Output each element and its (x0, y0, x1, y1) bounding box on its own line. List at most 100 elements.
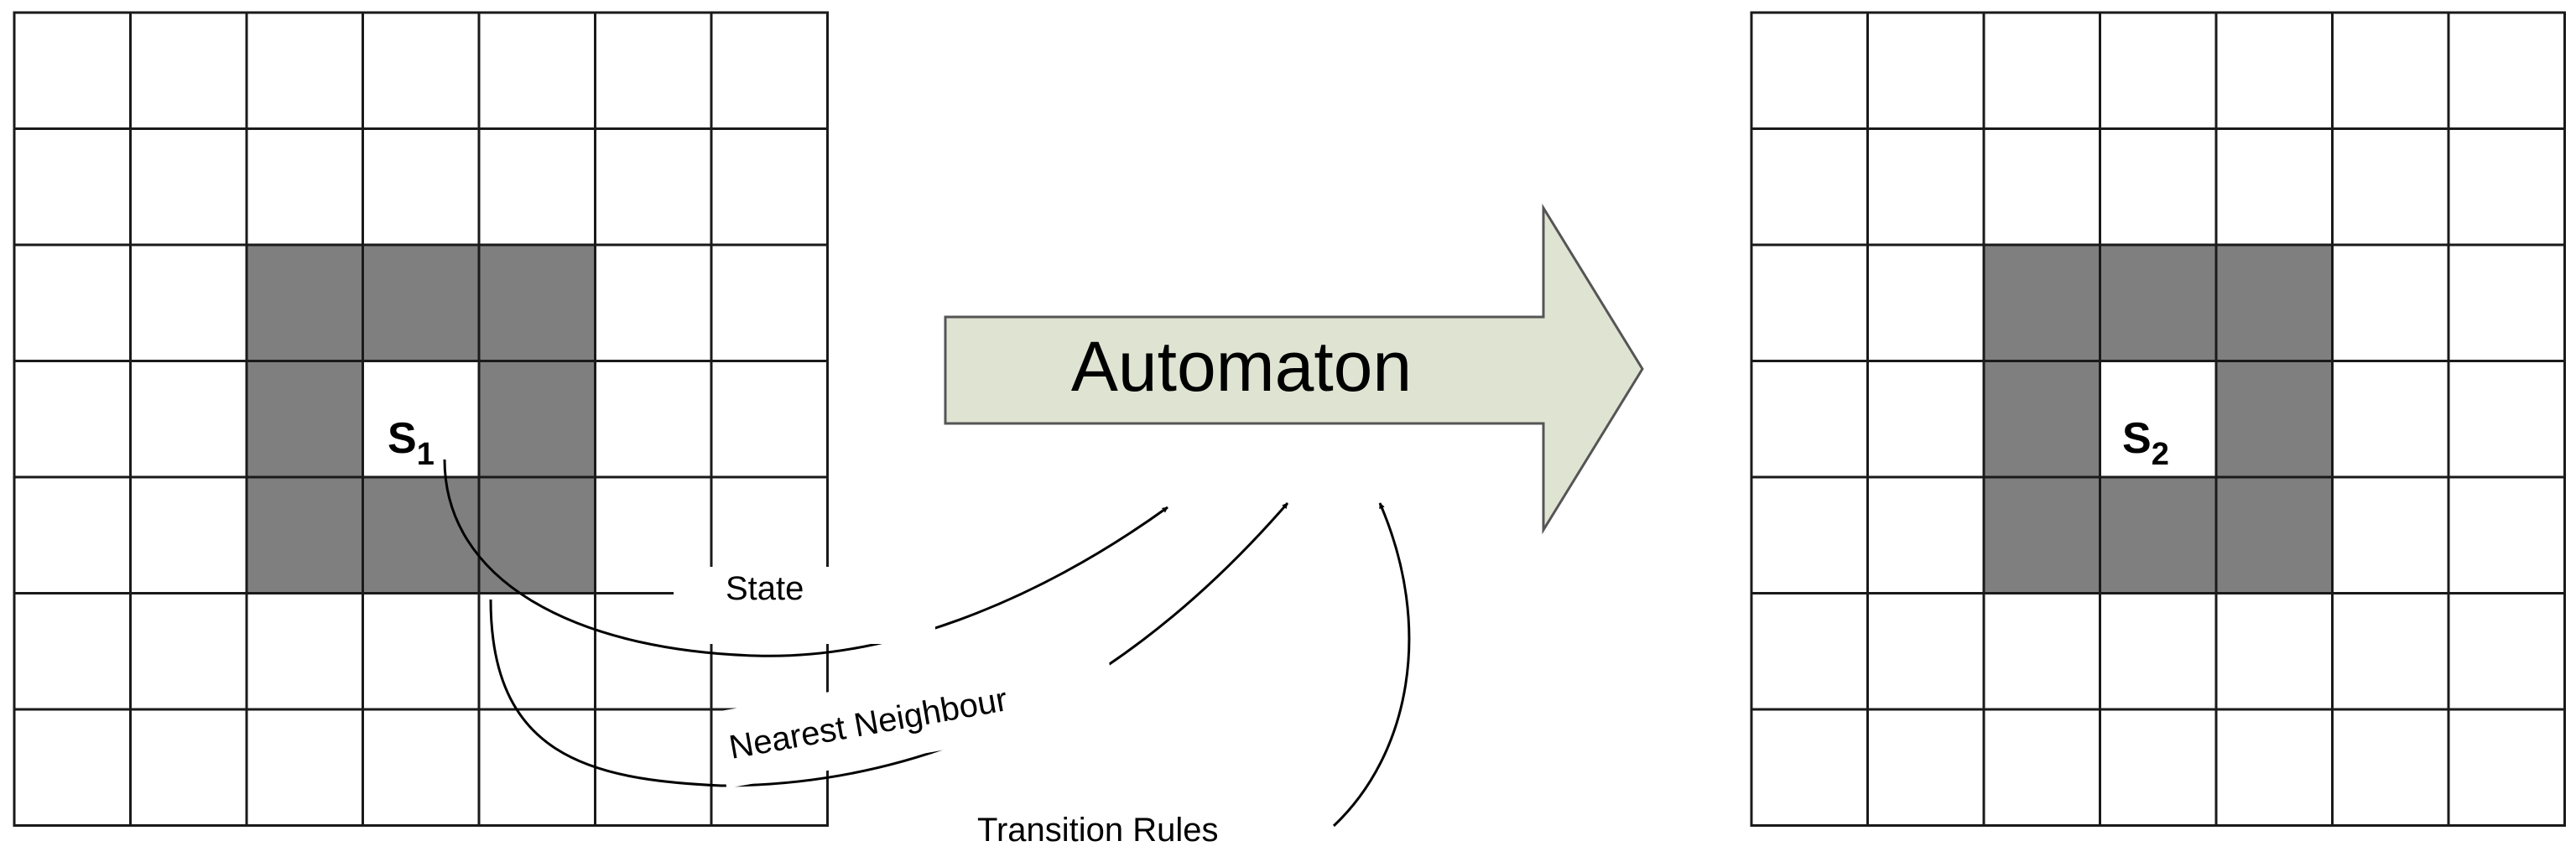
grid-cell (245, 475, 364, 594)
grid-cell (477, 243, 596, 362)
grid-cell (2099, 708, 2218, 827)
grid-cell (245, 127, 364, 247)
grid-cell (2331, 592, 2450, 711)
grid-cell (594, 360, 713, 479)
grid-cell (362, 11, 481, 130)
grid-cell (362, 360, 481, 479)
grid-cell (1866, 360, 1985, 479)
grid-cell (2331, 11, 2450, 130)
grid-cell (362, 708, 481, 827)
grid-cell (2099, 592, 2218, 711)
grid-cell (1750, 127, 1869, 247)
grid-cell (2331, 475, 2450, 594)
grid-cell (2331, 243, 2450, 362)
grid-cell (1866, 708, 1985, 827)
grid-cell (13, 708, 132, 827)
neighbour-arrow (489, 502, 1289, 787)
grid-cell (13, 11, 132, 130)
grid-cell (477, 11, 596, 130)
grid-cell (2214, 708, 2334, 827)
grid-cell (594, 11, 713, 130)
grid-cell (13, 592, 132, 711)
right-grid (1750, 11, 2566, 827)
grid-cell (1750, 360, 1869, 479)
grid-cell (1750, 11, 1869, 130)
grid-cell (2099, 243, 2218, 362)
grid-cell (2099, 11, 2218, 130)
grid-cell (129, 243, 248, 362)
grid-cell (13, 243, 132, 362)
left-grid (13, 11, 829, 827)
grid-cell (245, 243, 364, 362)
grid-cell (362, 243, 481, 362)
grid-cell (1866, 592, 1985, 711)
grid-cell (2331, 360, 2450, 479)
s2-label: S2 (2122, 414, 2169, 472)
grid-cell (2214, 127, 2334, 247)
grid-cell (2447, 243, 2566, 362)
grid-cell (2447, 127, 2566, 247)
automaton-arrow (944, 203, 1644, 535)
grid-cell (1866, 11, 1985, 130)
grid-cell (2214, 243, 2334, 362)
input-arrows (443, 459, 1411, 828)
grid-cell (2447, 11, 2566, 130)
grid-cell (129, 11, 248, 130)
state-label: State (726, 570, 804, 607)
grid-cell (2099, 475, 2218, 594)
grid-cell (2099, 360, 2218, 479)
automaton-label: Automaton (1071, 327, 1412, 406)
grid-cell (129, 475, 248, 594)
grid-cell (245, 11, 364, 130)
grid-cell (245, 708, 364, 827)
grid-cell (245, 360, 364, 479)
grid-cell (477, 708, 596, 827)
grid-cell (2214, 11, 2334, 130)
grid-cell (2447, 708, 2566, 827)
grid-cell (1750, 243, 1869, 362)
grid-cell (1866, 475, 1985, 594)
grid-cell (1982, 475, 2101, 594)
grid-cell (2447, 592, 2566, 711)
grid-cell (1982, 360, 2101, 479)
s1-label: S1 (388, 414, 435, 472)
grid-cell (129, 708, 248, 827)
neighbour-label-bg (713, 643, 1120, 789)
grid-cell (710, 243, 829, 362)
grid-cell (1982, 11, 2101, 130)
grid-cell (1982, 127, 2101, 247)
grid-cell (2331, 127, 2450, 247)
grid-cell (710, 360, 829, 479)
grid-cell (710, 11, 829, 130)
grid-cell (129, 127, 248, 247)
grid-cell (2331, 708, 2450, 827)
grid-cell (1866, 127, 1985, 247)
grid-cell (710, 127, 829, 247)
grid-cell (2447, 475, 2566, 594)
grid-cell (13, 127, 132, 247)
grid-cell (13, 360, 132, 479)
grid-cell (129, 360, 248, 479)
grid-cell (477, 360, 596, 479)
grid-cell (2214, 592, 2334, 711)
grid-cell (2214, 360, 2334, 479)
grid-cell (2099, 127, 2218, 247)
grid-cell (594, 127, 713, 247)
grid-cell (2447, 360, 2566, 479)
grid-cell (1982, 708, 2101, 827)
grid-cell (477, 127, 596, 247)
grid-cell (1750, 708, 1869, 827)
grid-cell (1750, 475, 1869, 594)
transition-rules-label: Transition Rules (977, 812, 1219, 849)
grid-cell (13, 475, 132, 594)
grid-cell (362, 592, 481, 711)
grid-cell (594, 243, 713, 362)
transition-rules-arrow (1332, 502, 1411, 828)
grid-cell (129, 592, 248, 711)
grid-cell (594, 708, 713, 827)
state-label-bg (674, 567, 935, 644)
grid-cell (1982, 592, 2101, 711)
grid-cell (477, 475, 596, 594)
grid-cell (362, 127, 481, 247)
